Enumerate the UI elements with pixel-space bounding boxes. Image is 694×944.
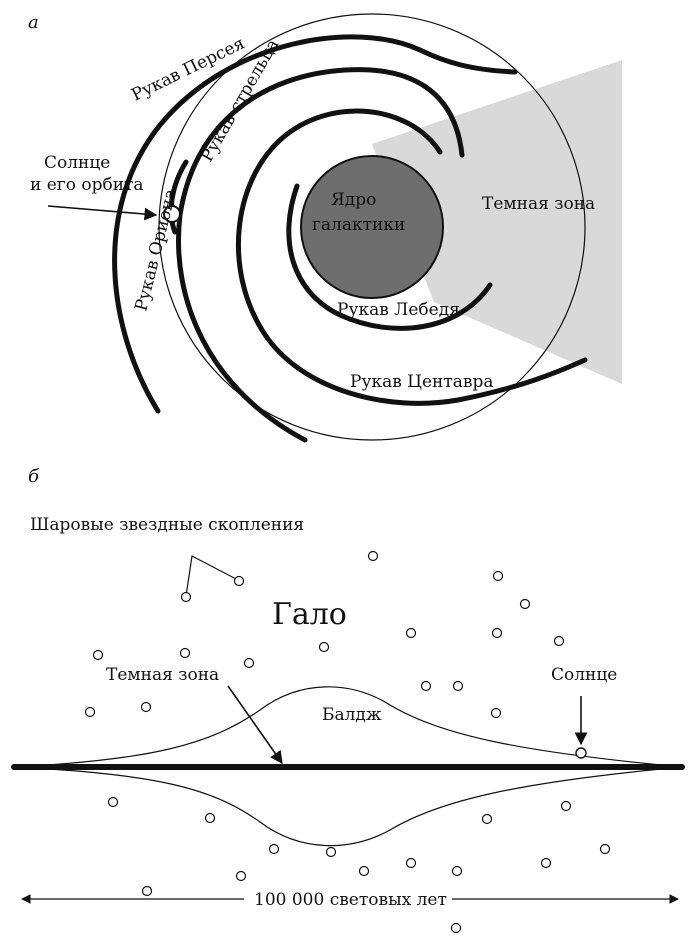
perseus-arm <box>112 34 518 414</box>
globular-cluster <box>243 657 255 669</box>
cluster-pointer <box>185 555 239 597</box>
galactic-core <box>300 155 444 299</box>
globular-cluster <box>490 707 502 719</box>
inner-arm <box>236 108 588 406</box>
globular-cluster <box>107 796 119 808</box>
orion-arm <box>168 159 189 235</box>
bulge-label: Балдж <box>322 705 382 725</box>
sagittarius-arm <box>176 67 465 443</box>
globular-cluster <box>180 591 192 603</box>
globular-cluster <box>140 701 152 713</box>
globular-cluster <box>450 922 462 934</box>
core-label-line1: Ядро <box>331 190 376 210</box>
globular-cluster <box>318 641 330 653</box>
globular-cluster <box>451 865 463 877</box>
globular-cluster <box>405 857 417 869</box>
globular-cluster <box>420 680 432 692</box>
globular-clusters-label: Шаровые звездные скопления <box>30 515 304 535</box>
sun-orbit-circle <box>158 13 586 441</box>
sun-marker <box>163 205 181 223</box>
globular-cluster <box>519 598 531 610</box>
globular-cluster <box>405 627 417 639</box>
globular-cluster <box>358 865 370 877</box>
sun-label-line1: Солнце <box>44 153 110 173</box>
globular-cluster <box>481 813 493 825</box>
globular-cluster <box>325 846 337 858</box>
scale-label: 100 000 световых лет <box>254 890 447 910</box>
globular-cluster <box>235 870 247 882</box>
globular-cluster <box>84 706 96 718</box>
dark-zone-b-label: Темная зона <box>106 665 219 685</box>
panel-b-label: б <box>28 466 40 487</box>
globular-cluster <box>553 635 565 647</box>
sun-b-label: Солнце <box>551 665 617 685</box>
globular-cluster <box>179 647 191 659</box>
orion-arm-label: Рукав Ориона <box>131 187 181 313</box>
sun-disk-marker <box>575 747 587 759</box>
globular-cluster <box>560 800 572 812</box>
globular-cluster <box>540 857 552 869</box>
core-label-line2: галактики <box>312 215 405 235</box>
globular-cluster <box>204 812 216 824</box>
globular-cluster <box>492 570 504 582</box>
globular-cluster <box>268 843 280 855</box>
sun-label-line2: и его орбита <box>30 175 144 195</box>
centaurus-arm-label: Рукав Центавра <box>350 372 494 392</box>
globular-cluster <box>367 550 379 562</box>
globular-cluster <box>233 575 245 587</box>
globular-cluster <box>92 649 104 661</box>
cygnus-arm-label: Рукав Лебедя <box>337 300 460 320</box>
sun-arrow <box>47 205 158 221</box>
halo-label: Гало <box>272 597 347 632</box>
globular-cluster <box>452 680 464 692</box>
panel-a-label: а <box>28 12 39 33</box>
dark-zone-label: Темная зона <box>482 194 595 214</box>
globular-clusters <box>84 550 611 934</box>
globular-cluster <box>491 627 503 639</box>
globular-cluster <box>141 885 153 897</box>
dark-zone-arrow <box>227 685 283 765</box>
globular-cluster <box>599 843 611 855</box>
cygnus-arm <box>286 183 493 331</box>
